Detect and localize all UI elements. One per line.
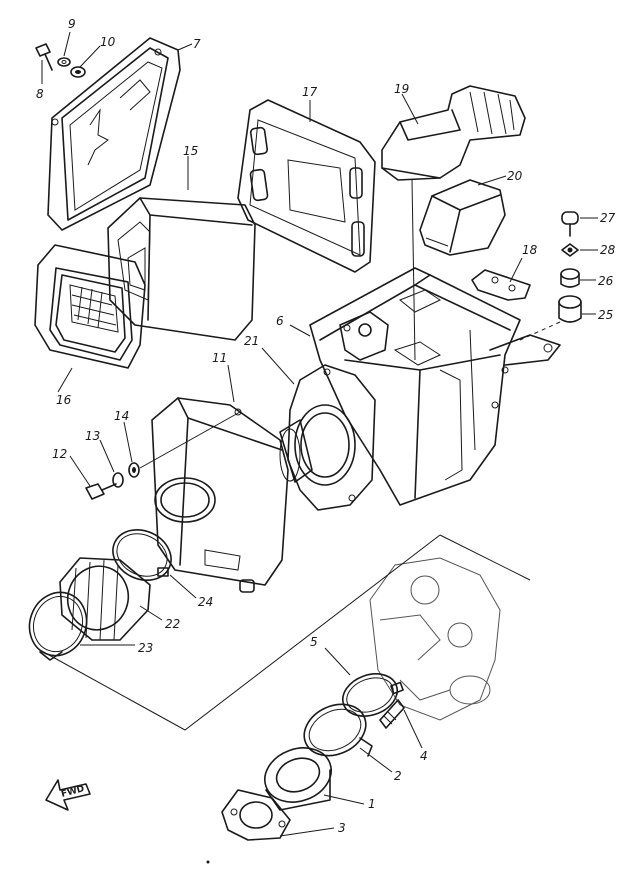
part-23-clamp [28,591,88,661]
label-part-18: 18 [522,243,538,257]
label-part-14: 14 [114,409,129,423]
label-part-20: 20 [507,169,523,183]
label-part-3: 3 [338,821,346,835]
label-part-21: 21 [244,334,259,348]
part-4-screw [379,699,405,729]
part-11-cleaner-case [151,397,289,593]
part-13-washer [112,472,124,488]
label-part-13: 13 [85,429,100,443]
part-20-duct-joint [419,179,506,256]
label-part-1: 1 [368,797,376,811]
part-22-hose [59,557,151,641]
part-14-grommet [128,462,140,478]
part-21-joint-flange [279,364,376,511]
label-part-25: 25 [598,308,613,322]
part-24-clamp [112,529,172,581]
engine-reference [369,557,501,721]
label-part-11: 11 [212,351,227,365]
part-9-washer [57,57,71,67]
part-19-intake-duct [381,85,526,181]
part-28-nut [561,243,579,257]
grouping-outline-right [439,534,531,581]
part-27-bolt [561,211,579,237]
label-part-26: 26 [598,274,614,288]
part-3-gasket [221,789,291,841]
label-part-8: 8 [36,87,44,101]
part-18-bracket [471,269,531,301]
stray-mark [206,860,210,864]
label-part-19: 19 [394,82,409,96]
label-part-27: 27 [600,211,616,225]
label-part-28: 28 [600,243,616,257]
label-part-12: 12 [52,447,67,461]
label-part-15: 15 [183,144,198,158]
label-part-24: 24 [198,595,213,609]
assembly-line-14 [139,411,241,469]
label-part-22: 22 [165,617,180,631]
forward-direction-marker: FWD [45,779,91,811]
label-part-23: 23 [138,641,153,655]
part-1-carb-joint [264,747,332,811]
grouping-outline [39,534,441,731]
label-part-10: 10 [100,35,116,49]
assembly-line-19 [411,179,416,361]
part-16-element-frame [34,244,146,369]
part-7-cleaner-cover [47,37,181,231]
label-part-16: 16 [56,393,72,407]
label-part-2: 2 [394,769,402,783]
callouts: 7 8 9 10 15 17 19 20 18 27 28 26 25 6 21… [36,17,616,837]
label-part-7: 7 [193,37,201,51]
part-2-clamp [303,703,373,757]
label-part-6: 6 [276,314,284,328]
label-part-5: 5 [310,635,318,649]
part-26-collar [560,268,580,288]
part-10-grommet [70,66,86,78]
part-12-screw [85,483,117,500]
label-part-4: 4 [420,749,428,763]
part-25-damper [558,295,582,323]
part-17-gasket-plate [237,99,376,273]
label-part-9: 9 [68,17,76,31]
label-part-17: 17 [302,85,318,99]
part-6-air-cleaner-case [309,267,561,506]
part-8-bolt [35,43,53,71]
